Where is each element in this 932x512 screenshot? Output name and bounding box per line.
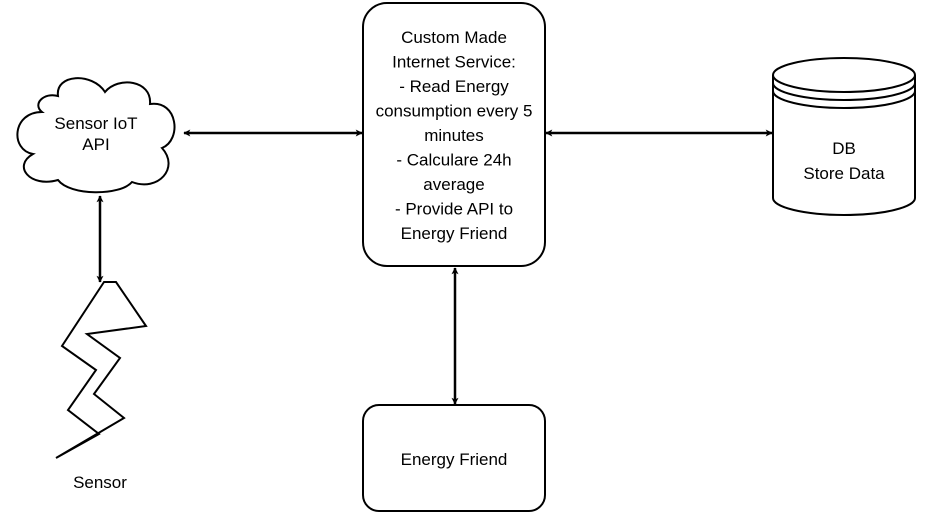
label-line: - Provide API to [395,200,513,219]
edges [96,129,773,405]
database-rim [772,82,916,101]
label-line: Internet Service: [392,53,516,72]
cloud-icon [16,77,176,194]
label-line: consumption every 5 [376,102,533,121]
label-line: API [82,135,109,154]
label-line: Custom Made [401,28,507,47]
label-line: minutes [424,126,484,145]
node-sensor: Sensor [55,281,148,492]
sensor-label: Sensor [73,473,127,492]
energy-friend-label: Energy Friend [401,450,508,469]
service-box [362,2,546,267]
database-icon [772,57,916,216]
database-rim [772,90,916,109]
db-label: DB Store Data [803,139,885,183]
node-db-store-data: DB Store Data [772,57,916,216]
label-line: Store Data [803,164,885,183]
label-line: Sensor [73,473,127,492]
label-line: - Read Energy [399,77,509,96]
label-line: Sensor IoT [54,114,137,133]
cloud-label: Sensor IoT API [54,114,137,154]
lightning-icon [55,281,148,459]
label-line: Energy Friend [401,224,508,243]
node-sensor-iot-api: Sensor IoT API [16,77,176,194]
energy-friend-box [362,404,546,512]
node-energy-friend: Energy Friend [362,404,546,512]
database-rim [772,74,916,93]
label-line: Energy Friend [401,450,508,469]
label-line: average [423,175,484,194]
label-line: - Calculare 24h [396,151,511,170]
label-line: DB [832,139,856,158]
